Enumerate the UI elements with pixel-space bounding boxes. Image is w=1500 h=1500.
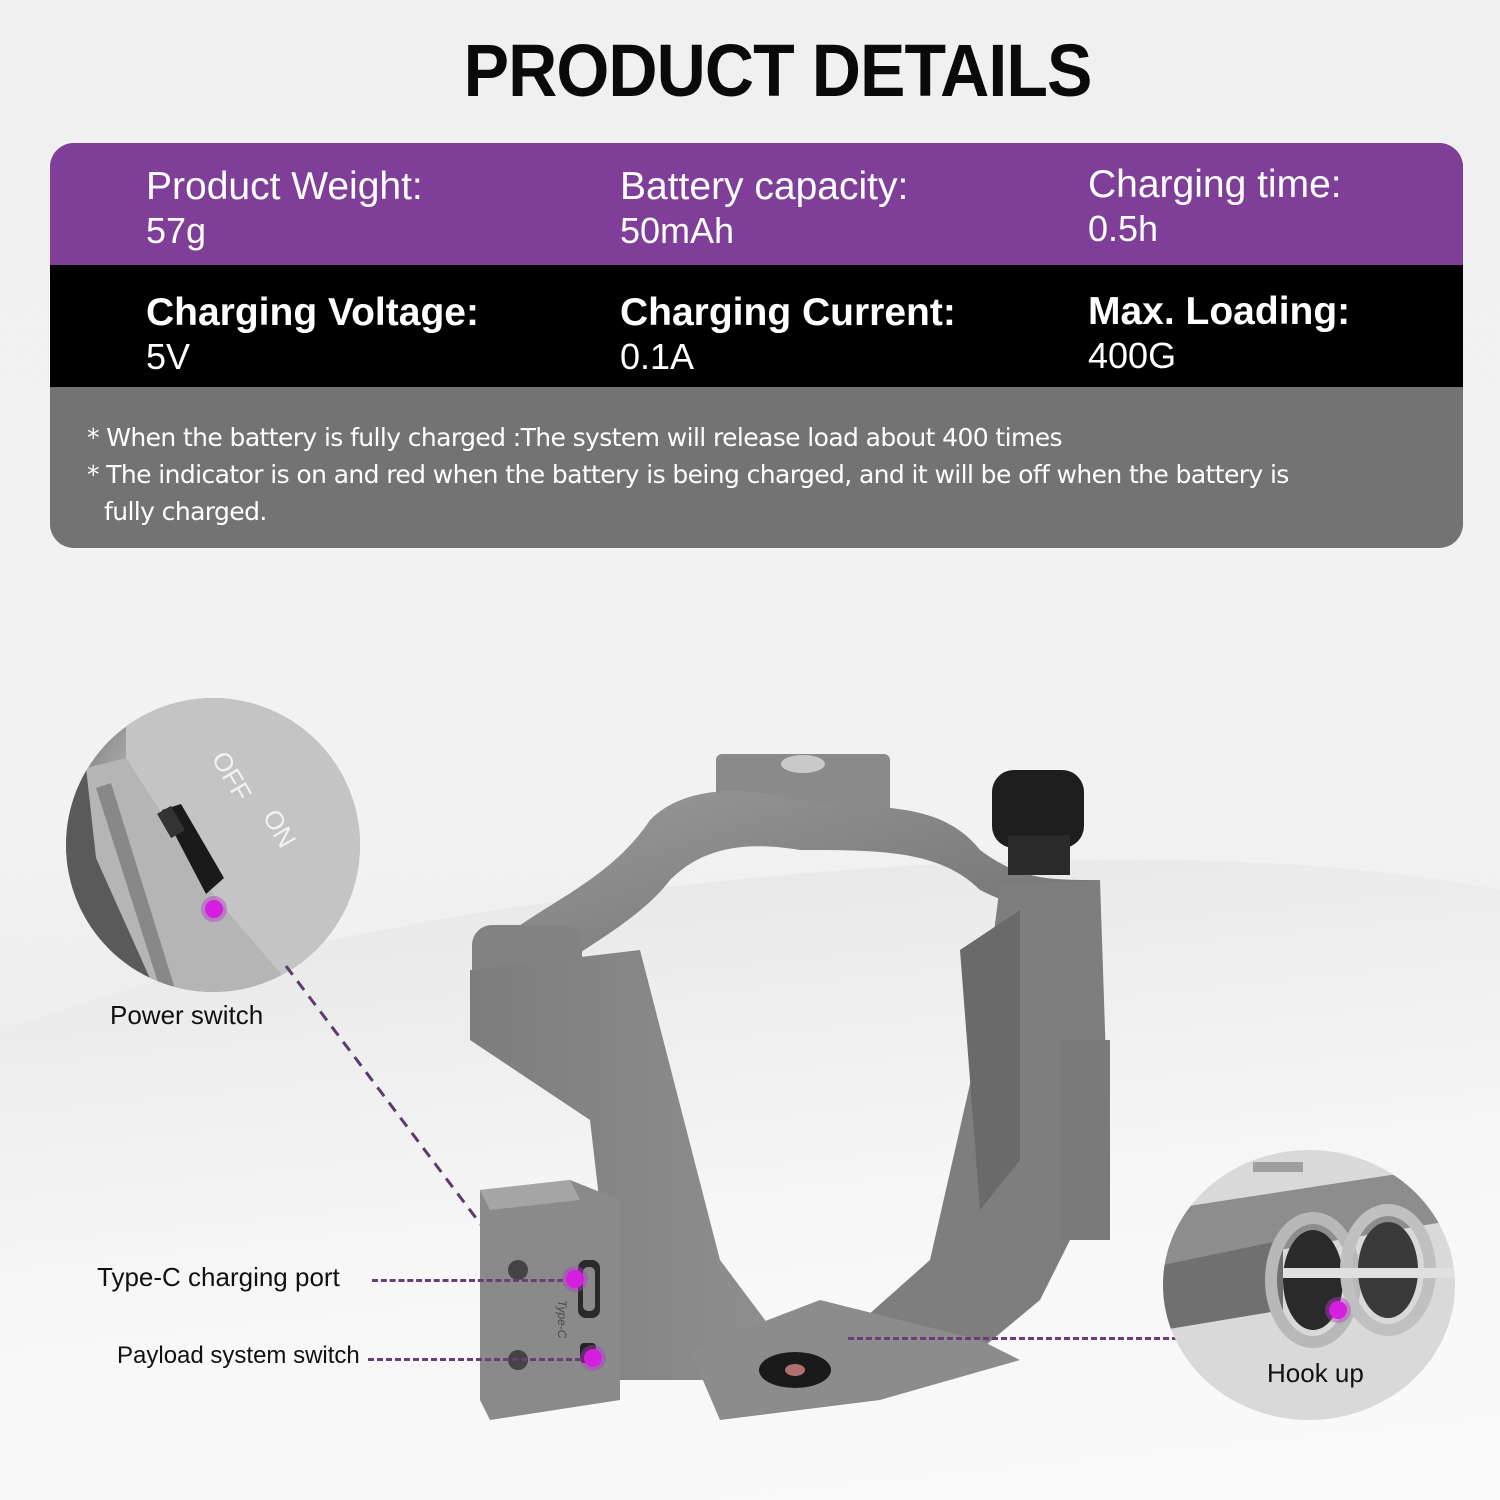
spec-charging-voltage: Charging Voltage: 5V (146, 291, 479, 377)
hook-closeup-icon (1163, 1162, 1455, 1348)
power-switch-closeup-icon: OFF ON (66, 698, 360, 992)
spec-product-weight: Product Weight: 57g (146, 165, 423, 251)
spec-battery-capacity: Battery capacity: 50mAh (620, 165, 908, 251)
payload-switch-leader-line (368, 1358, 590, 1361)
note-line: * When the battery is fully charged :The… (87, 423, 1063, 452)
power-switch-zoom-circle: OFF ON (66, 698, 360, 992)
type-c-dot (566, 1270, 584, 1288)
spec-label: Max. Loading: (1088, 290, 1351, 333)
note-line: * The indicator is on and red when the b… (87, 460, 1289, 489)
spec-label: Charging time: (1088, 163, 1342, 206)
power-switch-dot (205, 900, 223, 918)
note-line: fully charged. (104, 497, 267, 526)
hook-up-label: Hook up (1267, 1358, 1364, 1388)
hook-up-dot (1329, 1301, 1347, 1319)
spec-label: Battery capacity: (620, 165, 909, 208)
spec-charging-time: Charging time: 0.5h (1088, 163, 1342, 249)
spec-value: 57g (146, 209, 207, 251)
spec-charging-current: Charging Current: 0.1A (620, 291, 956, 377)
spec-panel: Product Weight: 57g Battery capacity: 50… (50, 143, 1463, 548)
type-c-leader-line (372, 1279, 572, 1282)
spec-label: Charging Voltage: (146, 291, 479, 334)
power-switch-leader-line (284, 965, 487, 1231)
spec-value: 0.1A (620, 335, 695, 377)
hook-up-zoom-circle: Hook up (1163, 1150, 1455, 1420)
product-cage-illustration: Type-C (470, 754, 1110, 1420)
power-switch-label: Power switch (110, 1000, 264, 1030)
spec-row-1: Product Weight: 57g Battery capacity: 50… (50, 143, 1463, 265)
page-title: PRODUCT DETAILS (463, 29, 1093, 112)
spec-label: Charging Current: (620, 291, 956, 334)
spec-max-loading: Max. Loading: 400G (1088, 290, 1350, 376)
spec-value: 5V (146, 335, 191, 377)
notes: * When the battery is fully charged :The… (50, 387, 1463, 548)
spec-row-2: Charging Voltage: 5V Charging Current: 0… (50, 265, 1463, 387)
spec-value: 50mAh (620, 209, 735, 251)
svg-text:Type-C: Type-C (555, 1300, 569, 1339)
hook-up-leader-line (848, 1337, 1178, 1340)
spec-value: 0.5h (1088, 207, 1159, 249)
spec-value: 400G (1088, 334, 1177, 376)
payload-switch-label: Payload system switch (117, 1342, 360, 1369)
payload-switch-dot (584, 1349, 602, 1367)
spec-label: Product Weight: (146, 165, 423, 208)
type-c-port-label: Type-C charging port (97, 1262, 340, 1292)
